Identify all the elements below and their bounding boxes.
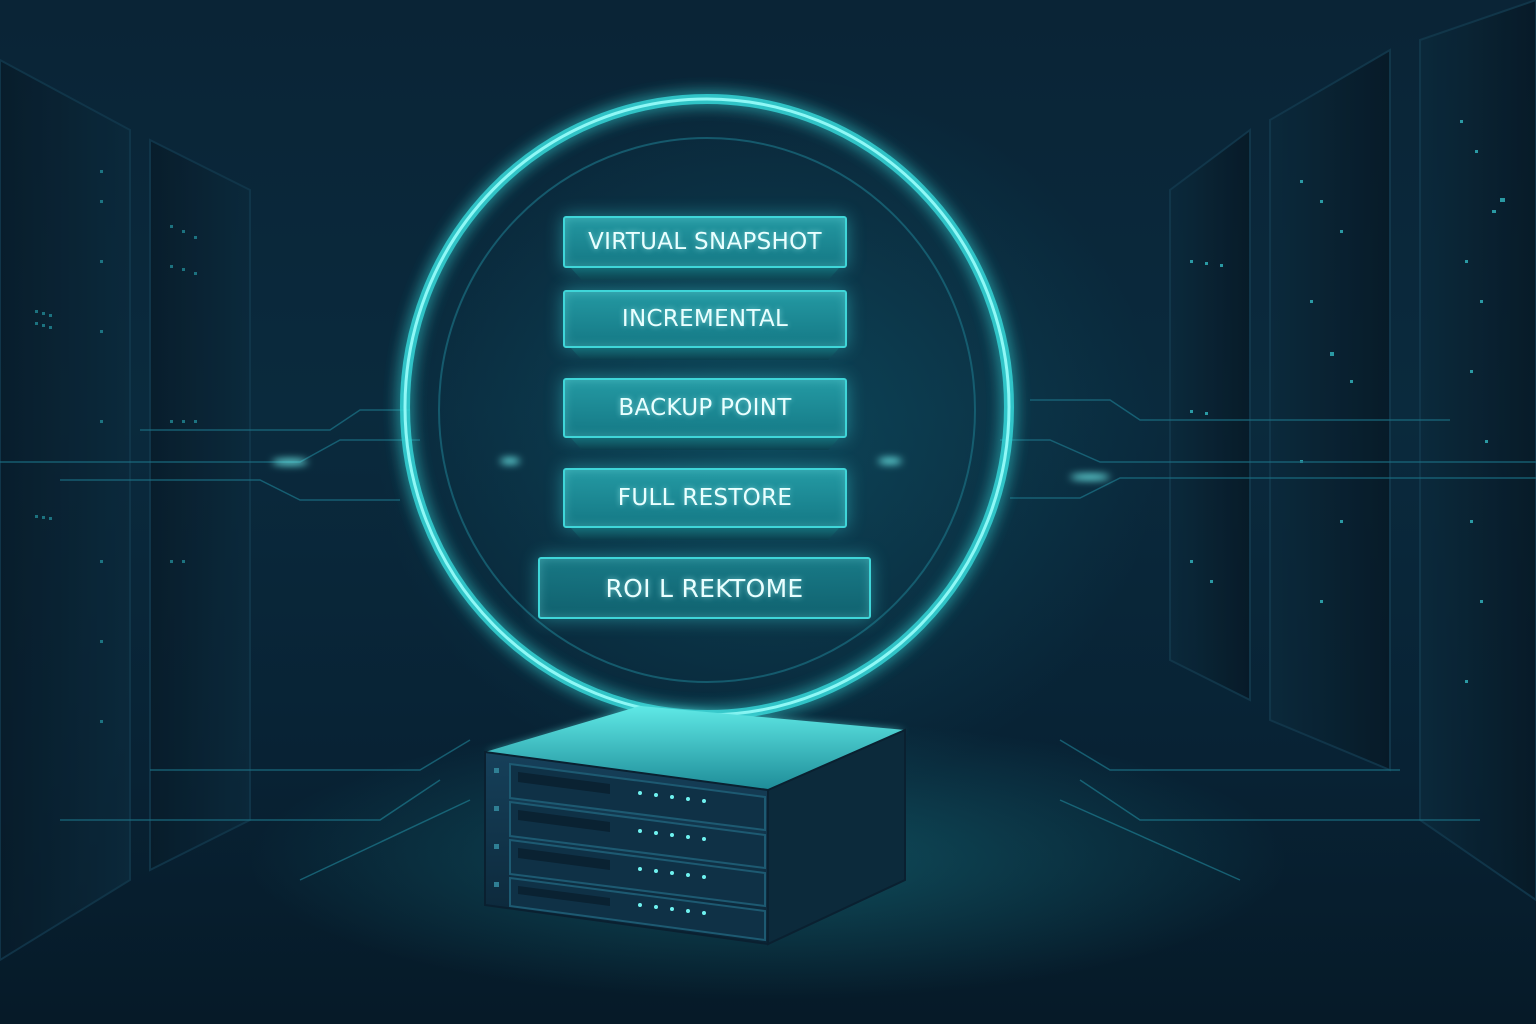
- trace-glow-points: [272, 458, 1110, 480]
- left-server-racks: [0, 58, 251, 962]
- layer-label: FULL RESTORE: [617, 485, 793, 511]
- server-stack-icon: [484, 706, 906, 946]
- layer-label: VIRTUAL SNAPSHOT: [588, 229, 822, 255]
- layer-label: INCREMENTAL: [621, 306, 789, 332]
- layer-label: BACKUP POINT: [618, 395, 792, 421]
- layer-card-incremental: INCREMENTAL: [563, 290, 847, 348]
- light-beams: [599, 620, 816, 720]
- layer-label: ROI L REKTOME: [605, 573, 804, 603]
- layer-card-virtual-snapshot: VIRTUAL SNAPSHOT: [563, 216, 847, 268]
- right-server-racks: [1169, 0, 1536, 902]
- layer-card-full-restore: FULL RESTORE: [563, 468, 847, 528]
- layer-card-backup-point: BACKUP POINT: [563, 378, 847, 438]
- layer-card-roi-l-rektome: ROI L REKTOME: [538, 557, 871, 619]
